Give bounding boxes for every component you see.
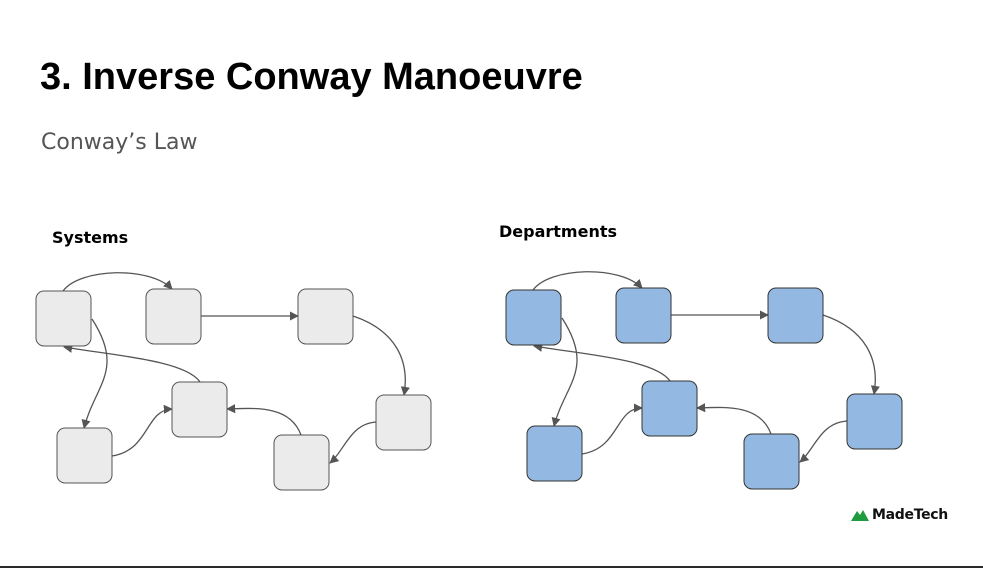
systems-edge-5: [226, 404, 302, 436]
systems-node-2: [145, 288, 202, 345]
departments-edge-7: [551, 317, 578, 427]
departments-edge-1: [532, 271, 643, 291]
mountain-icon: [851, 510, 869, 521]
slide-subtitle: Conway’s Law: [41, 130, 198, 155]
departments-edge-8: [581, 403, 643, 455]
departments-edge-5: [696, 403, 772, 435]
departments-node-4: [846, 393, 903, 450]
slide-title: 3. Inverse Conway Manoeuvre: [40, 56, 583, 98]
systems-edge-3: [352, 315, 410, 396]
systems-diagram: [35, 272, 432, 491]
systems-node-4: [375, 394, 432, 451]
bottom-divider: [0, 566, 983, 568]
madetech-logo: MadeTech: [851, 507, 948, 523]
departments-node-1: [505, 289, 562, 346]
departments-node-2: [615, 287, 672, 344]
systems-node-1: [35, 290, 92, 347]
departments-diagram: [505, 271, 903, 490]
departments-edge-4: [799, 420, 848, 463]
systems-node-7: [56, 427, 113, 484]
systems-diagram-label: Systems: [52, 228, 129, 247]
departments-edge-6: [533, 342, 671, 382]
systems-node-5: [171, 381, 228, 438]
systems-edge-6: [63, 343, 201, 383]
logo-text: MadeTech: [872, 507, 948, 523]
departments-node-3: [767, 287, 824, 344]
departments-node-6: [743, 433, 800, 490]
departments-edge-3: [822, 314, 880, 395]
departments-node-5: [641, 380, 698, 437]
systems-node-6: [273, 434, 330, 491]
systems-edge-4: [329, 421, 377, 464]
systems-edge-8: [111, 404, 173, 457]
systems-node-3: [297, 288, 354, 345]
departments-diagram-label: Departments: [499, 222, 618, 241]
systems-edge-7: [81, 318, 108, 429]
departments-node-7: [526, 425, 583, 482]
systems-edge-1: [62, 272, 173, 292]
